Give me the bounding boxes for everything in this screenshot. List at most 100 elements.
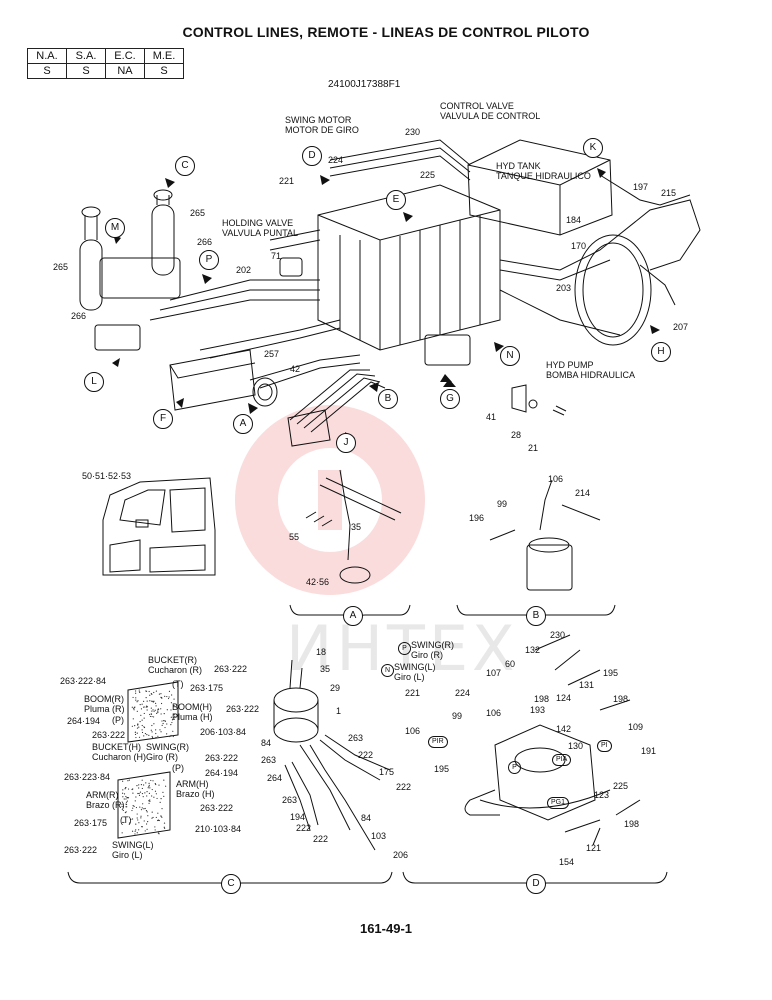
applicability-table: N.A. S.A. E.C. M.E. S S NA S	[27, 48, 184, 79]
label-en: CONTROL VALVE	[440, 101, 514, 111]
callout-a: A	[233, 414, 253, 434]
part-number: 222	[313, 834, 329, 844]
page-title: CONTROL LINES, REMOTE - LINEAS DE CONTRO…	[182, 24, 590, 40]
section-label-b: B	[526, 606, 546, 626]
pattern-label: BOOM(R)Pluma (R)	[84, 694, 125, 714]
part-number: 175	[379, 767, 395, 777]
part-number: 207	[673, 322, 689, 332]
part-number: 42	[290, 364, 301, 374]
part-number: 142	[556, 724, 572, 734]
callout-e: E	[386, 190, 406, 210]
part-number: 198	[613, 694, 629, 704]
callout-j: J	[336, 433, 356, 453]
part-number: 35	[351, 522, 362, 532]
part-number: 121	[586, 843, 602, 853]
label-es: Brazo (R)	[86, 800, 125, 810]
part-number: 154	[559, 857, 575, 867]
pattern-label: SWING(R)Giro (R)	[146, 742, 189, 762]
part-number: 206	[393, 850, 409, 860]
section-label-c: C	[221, 874, 241, 894]
pattern-port: (P)	[112, 715, 124, 725]
pattern-value: 263·222	[92, 730, 126, 740]
label-en: SWING(R)	[146, 742, 189, 752]
drawing-code: 24100J17388F1	[328, 79, 401, 90]
pattern-value: 206·103·84	[200, 727, 247, 737]
callout-g: G	[440, 389, 460, 409]
label-en: BUCKET(H)	[92, 742, 141, 752]
part-number: 222	[396, 782, 412, 792]
callout-l: L	[84, 372, 104, 392]
part-number: 84	[261, 738, 272, 748]
part-number: 1	[336, 706, 342, 716]
part-number: 257	[264, 349, 280, 359]
port-p-icon: P	[398, 642, 411, 655]
col-value: S	[27, 63, 67, 79]
port-pir: PIR	[428, 736, 448, 748]
part-number: 123	[594, 790, 610, 800]
part-number: 42·56	[306, 577, 330, 587]
part-number: 221	[405, 688, 421, 698]
part-number: 224	[328, 155, 344, 165]
label-en: HOLDING VALVE	[222, 218, 294, 228]
pattern-value: 263·222·84	[60, 676, 107, 686]
part-number: 99	[497, 499, 508, 509]
part-number: 18	[316, 647, 327, 657]
label-es: VALVULA DE CONTROL	[440, 111, 541, 121]
pattern-value: 264·194	[205, 768, 239, 778]
part-number: 224	[455, 688, 471, 698]
callout-b: B	[378, 389, 398, 409]
part-number: 107	[486, 668, 502, 678]
pattern-value: 263·222	[226, 704, 260, 714]
section-label-d: D	[526, 874, 546, 894]
label-es: Giro (R)	[146, 752, 178, 762]
pattern-value: 263·222	[200, 803, 234, 813]
label-en: BUCKET(R)	[148, 655, 197, 665]
pattern-value: 263·175	[74, 818, 108, 828]
part-number: 266	[71, 311, 87, 321]
label-es: MOTOR DE GIRO	[285, 125, 359, 135]
port-pi: PI	[597, 740, 612, 752]
pattern-value: 263·222	[64, 845, 98, 855]
col-value: NA	[105, 63, 145, 79]
section-label-a: A	[343, 606, 363, 626]
callout-d: D	[302, 146, 322, 166]
part-number: 99	[452, 711, 463, 721]
part-number: 266	[197, 237, 213, 247]
pattern-value: 263·222	[214, 664, 248, 674]
part-number: 265	[190, 208, 206, 218]
label-en: HYD TANK	[496, 161, 541, 171]
part-number: 225	[420, 170, 436, 180]
pattern-label: BUCKET(R)Cucharon (R)	[148, 655, 202, 675]
part-number: 130	[568, 741, 584, 751]
pattern-label: BUCKET(H)Cucharon (H)	[92, 742, 146, 762]
pattern-value: 263·222	[205, 753, 239, 763]
callout-m: M	[105, 218, 125, 238]
label-en: SWING(L)	[112, 840, 154, 850]
label-en: SWING MOTOR	[285, 115, 352, 125]
part-number: 198	[624, 819, 640, 829]
pattern-value: 263·175	[190, 683, 224, 693]
callout-k: K	[583, 138, 603, 158]
label-es: Giro (L)	[112, 850, 143, 860]
part-number: 103	[371, 831, 387, 841]
label-en: BOOM(H)	[172, 702, 212, 712]
label-en: ARM(H)	[176, 779, 209, 789]
label-es: TANQUE HIDRAULICO	[496, 171, 591, 181]
pattern-port: (P)	[172, 763, 184, 773]
part-number: 124	[556, 693, 572, 703]
label-es: Cucharon (R)	[148, 665, 203, 675]
port-pg1: PG1	[547, 797, 570, 809]
part-number: 193	[530, 705, 546, 715]
part-number: 215	[661, 188, 677, 198]
label-es: VALVULA PUNTAL	[222, 228, 299, 238]
part-number: 198	[534, 694, 550, 704]
label-en: ARM(R)	[86, 790, 119, 800]
label-en: HYD PUMP	[546, 360, 594, 370]
part-number: 230	[550, 630, 566, 640]
part-number: 131	[579, 680, 595, 690]
label-es: BOMBA HIDRAULICA	[546, 370, 636, 380]
callout-f: F	[153, 409, 173, 429]
part-number: 21	[528, 443, 539, 453]
